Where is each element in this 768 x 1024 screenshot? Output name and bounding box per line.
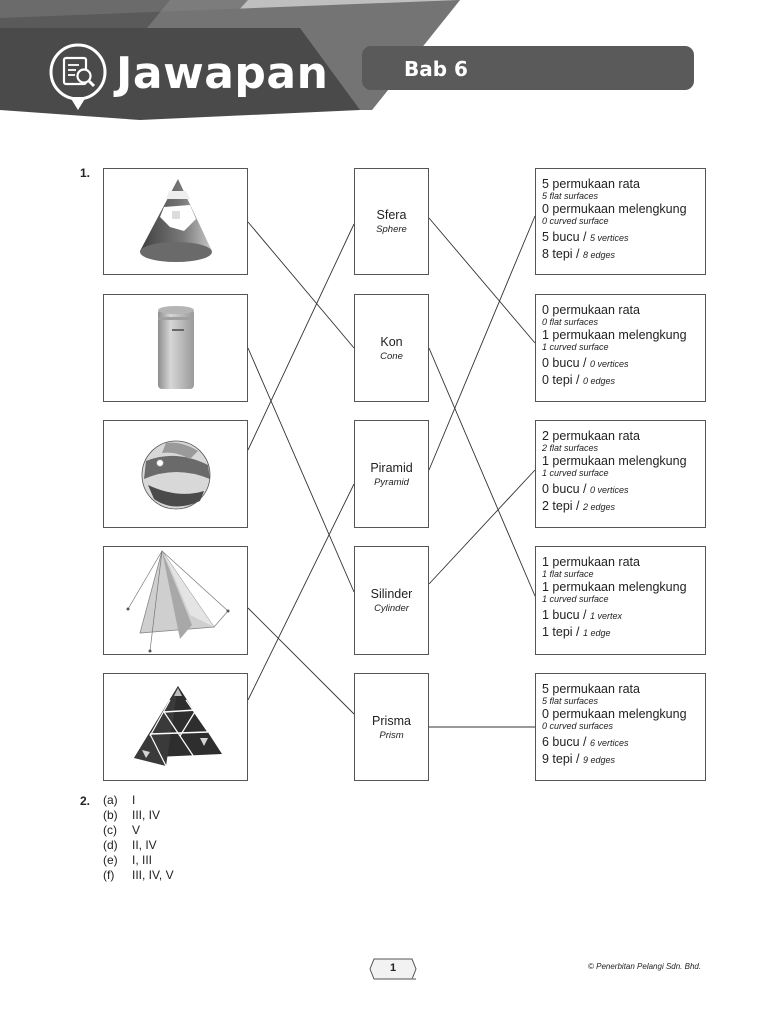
answer-value: V xyxy=(132,823,141,837)
answers-magnifier-icon xyxy=(49,43,107,110)
match-line xyxy=(247,347,355,593)
property-box: 1 permukaan rata 1 flat surface 1 permuk… xyxy=(535,546,706,655)
property-line: 1 tepi / 1 edge xyxy=(542,625,611,639)
property-box: 0 permukaan rata 0 flat surfaces 1 permu… xyxy=(535,294,706,402)
answer-label: (a) xyxy=(103,793,118,807)
cylinder-object-picture xyxy=(158,306,194,389)
property-box: 5 permukaan rata 5 flat surfaces 0 permu… xyxy=(535,168,706,275)
shape-name: Piramid xyxy=(370,460,413,475)
property-translation: 0 curved surfaces xyxy=(542,721,614,731)
shape-translation: Pyramid xyxy=(374,476,409,488)
shape-name-box-sphere: Sfera Sphere xyxy=(354,168,429,275)
property-translation: 5 flat surfaces xyxy=(542,191,599,201)
answer-label: (d) xyxy=(103,838,118,852)
property-translation: 1 curved surface xyxy=(542,468,609,478)
picture-box-pyramid xyxy=(103,673,248,781)
property-line: 5 permukaan rata xyxy=(542,177,640,191)
cone-object-picture xyxy=(140,179,212,262)
page-number: 1 xyxy=(389,962,397,974)
answer-label: (c) xyxy=(103,823,117,837)
shape-translation: Cylinder xyxy=(374,603,409,614)
property-line: 0 bucu / 0 vertices xyxy=(542,482,629,496)
property-line: 1 permukaan rata xyxy=(542,555,640,569)
property-translation: 2 flat surfaces xyxy=(542,443,599,453)
property-line: 5 permukaan rata xyxy=(542,682,640,696)
match-line xyxy=(247,607,355,715)
match-line xyxy=(428,215,536,471)
property-translation: 1 curved surface xyxy=(542,342,609,352)
copyright-notice: © Penerbitan Pelangi Sdn. Bhd. xyxy=(588,962,702,971)
property-line: 0 permukaan melengkung xyxy=(542,202,687,216)
answer-value: I xyxy=(132,793,136,807)
answer-value: III, IV, V xyxy=(132,868,174,882)
property-line: 1 permukaan melengkung xyxy=(542,328,687,342)
property-line: 0 permukaan melengkung xyxy=(542,707,687,721)
property-line: 1 permukaan melengkung xyxy=(542,580,687,594)
match-line xyxy=(428,347,536,597)
pyramid-puzzle-picture xyxy=(134,686,222,767)
property-translation: 0 flat surfaces xyxy=(542,317,599,327)
shape-translation: Cone xyxy=(380,350,403,362)
property-box: 2 permukaan rata 2 flat surfaces 1 permu… xyxy=(535,420,706,528)
picture-box-cylinder xyxy=(103,294,248,402)
shape-name-box-cone: Kon Cone xyxy=(354,294,429,402)
property-line: 0 permukaan rata xyxy=(542,303,640,317)
shape-translation: Sphere xyxy=(376,224,407,235)
shape-name-box-prism: Prisma Prism xyxy=(354,673,429,781)
chapter-label: Bab 6 xyxy=(404,57,468,81)
answer-label: (e) xyxy=(103,853,118,867)
property-line: 0 tepi / 0 edges xyxy=(542,373,616,387)
match-line xyxy=(428,217,536,344)
answer-value: I, III xyxy=(132,853,153,867)
match-line xyxy=(428,469,536,585)
picture-box-cone xyxy=(103,168,248,275)
property-line: 8 tepi / 8 edges xyxy=(542,247,616,261)
property-line: 2 permukaan rata xyxy=(542,429,640,443)
page-title: Jawapan xyxy=(116,48,329,99)
property-line: 5 bucu / 5 vertices xyxy=(542,230,629,244)
answer-value: III, IV xyxy=(132,808,161,822)
shape-name-box-pyramid: Piramid Pyramid xyxy=(354,420,429,528)
match-line xyxy=(247,221,355,349)
shape-translation: Prism xyxy=(379,729,404,741)
match-line xyxy=(247,483,355,701)
shape-name: Silinder xyxy=(370,587,413,601)
property-line: 2 tepi / 2 edges xyxy=(542,499,616,513)
property-translation: 1 curved surface xyxy=(542,594,609,604)
property-line: 1 permukaan melengkung xyxy=(542,454,687,468)
answer-label: (b) xyxy=(103,808,118,822)
property-line: 1 bucu / 1 vertex xyxy=(542,608,622,622)
shape-name: Prisma xyxy=(372,713,411,728)
question-number: 1. xyxy=(80,166,91,180)
shape-name: Kon xyxy=(380,334,403,349)
beach-ball-sphere-picture xyxy=(141,440,211,510)
page-number-tab xyxy=(369,958,417,980)
property-line: 9 tepi / 9 edges xyxy=(542,752,616,766)
tent-prism-picture xyxy=(126,550,230,653)
match-line xyxy=(247,223,355,451)
answer-label: (f) xyxy=(103,868,115,882)
property-line: 6 bucu / 6 vertices xyxy=(542,735,629,749)
answer-value: II, IV xyxy=(132,838,157,852)
shape-name: Sfera xyxy=(376,208,407,222)
question-number: 2. xyxy=(80,794,91,808)
shape-name-box-cylinder: Silinder Cylinder xyxy=(354,546,429,655)
property-box: 5 permukaan rata 5 flat surfaces 0 permu… xyxy=(535,673,706,781)
property-line: 0 bucu / 0 vertices xyxy=(542,356,629,370)
picture-box-sphere xyxy=(103,420,248,528)
picture-box-tent xyxy=(103,546,248,655)
property-translation: 5 flat surfaces xyxy=(542,696,599,706)
property-translation: 0 curved surface xyxy=(542,216,609,226)
property-translation: 1 flat surface xyxy=(542,569,594,579)
